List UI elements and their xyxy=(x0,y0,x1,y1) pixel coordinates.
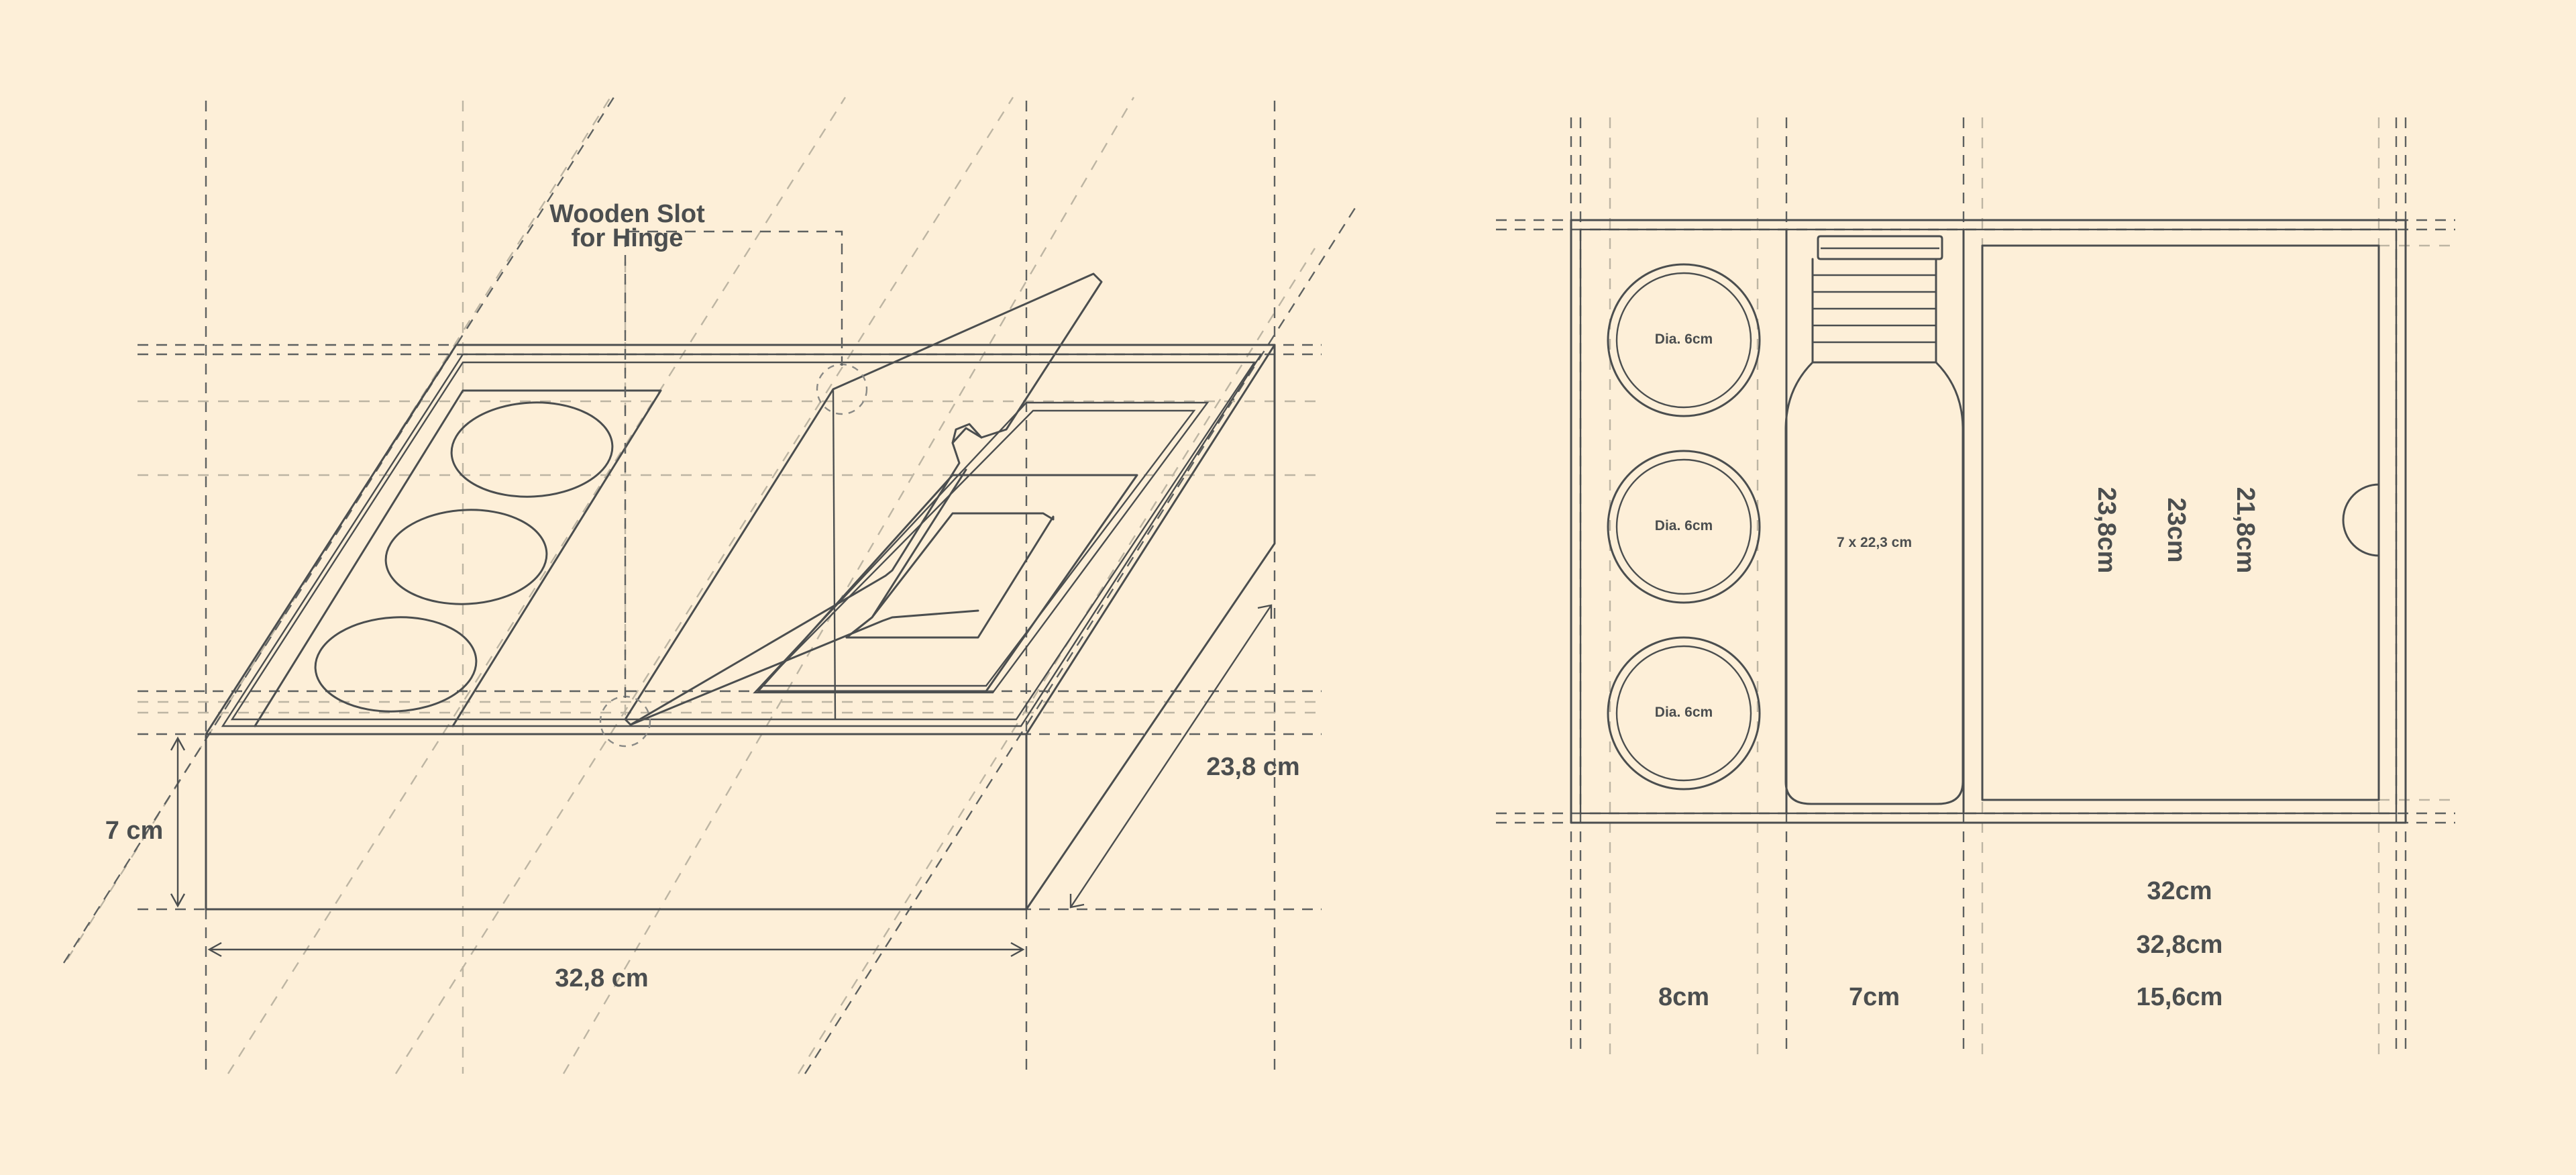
box-outline xyxy=(1570,219,2407,824)
cup-1 xyxy=(1607,263,1761,417)
box-shell xyxy=(205,344,1276,911)
height-dimension-label: 7 cm xyxy=(105,817,164,845)
depth-dimension-label: 23,8 cm xyxy=(1206,753,1299,781)
bottle-compartment xyxy=(451,390,662,727)
vertical-label-2: 23cm xyxy=(2162,497,2190,562)
dimension-arrows xyxy=(170,604,1273,958)
cup-label-1: Dia. 6cm xyxy=(1655,331,1713,347)
bottle-label: 7 x 22,3 cm xyxy=(1837,535,1912,550)
cup-label-3: Dia. 6cm xyxy=(1655,705,1713,720)
box-inner-outline xyxy=(1579,228,2398,815)
width-dimension-label: 32,8 cm xyxy=(555,964,648,992)
lid-compartment: 23,8cm 23cm 21,8cm xyxy=(1981,244,2380,801)
cups: Dia. 6cm Dia. 6cm Dia. 6cm xyxy=(1607,263,1761,790)
cup-3 xyxy=(1607,636,1761,790)
col3-label-a: 32cm xyxy=(2147,877,2212,905)
hinge-annotation-line2: for Hinge xyxy=(572,224,684,252)
bottle: 7 x 22,3 cm xyxy=(1784,235,1964,805)
cup-label-2: Dia. 6cm xyxy=(1655,518,1713,533)
col3-label-c: 15,6cm xyxy=(2137,983,2223,1011)
hinged-lid xyxy=(624,272,1103,726)
cups-compartment xyxy=(254,389,662,727)
top-view-vertical-guides xyxy=(1570,117,2407,1057)
cup-hole-2 xyxy=(384,509,548,605)
cup-hole-1 xyxy=(450,401,614,498)
col1-width-label: 8cm xyxy=(1658,983,1709,1011)
hinge-slot-markers xyxy=(599,230,868,748)
col3-label-b: 32,8cm xyxy=(2137,931,2223,959)
top-view-horizontal-guides xyxy=(1496,219,2455,824)
cup-hole-3 xyxy=(314,616,478,713)
hinge-annotation-line1: Wooden Slot xyxy=(549,200,705,228)
vertical-label-1: 23,8cm xyxy=(2092,487,2121,574)
col2-width-label: 7cm xyxy=(1849,983,1900,1011)
vertical-label-3: 21,8cm xyxy=(2231,487,2259,574)
isometric-view: Wooden Slot for Hinge 7 cm 32,8 cm 23,8 … xyxy=(62,97,1356,1074)
vertical-guides xyxy=(205,101,1276,1074)
cup-2 xyxy=(1607,450,1761,604)
top-view: Dia. 6cm Dia. 6cm Dia. 6cm 7 x 22,3 cm 2… xyxy=(1496,117,2455,1057)
